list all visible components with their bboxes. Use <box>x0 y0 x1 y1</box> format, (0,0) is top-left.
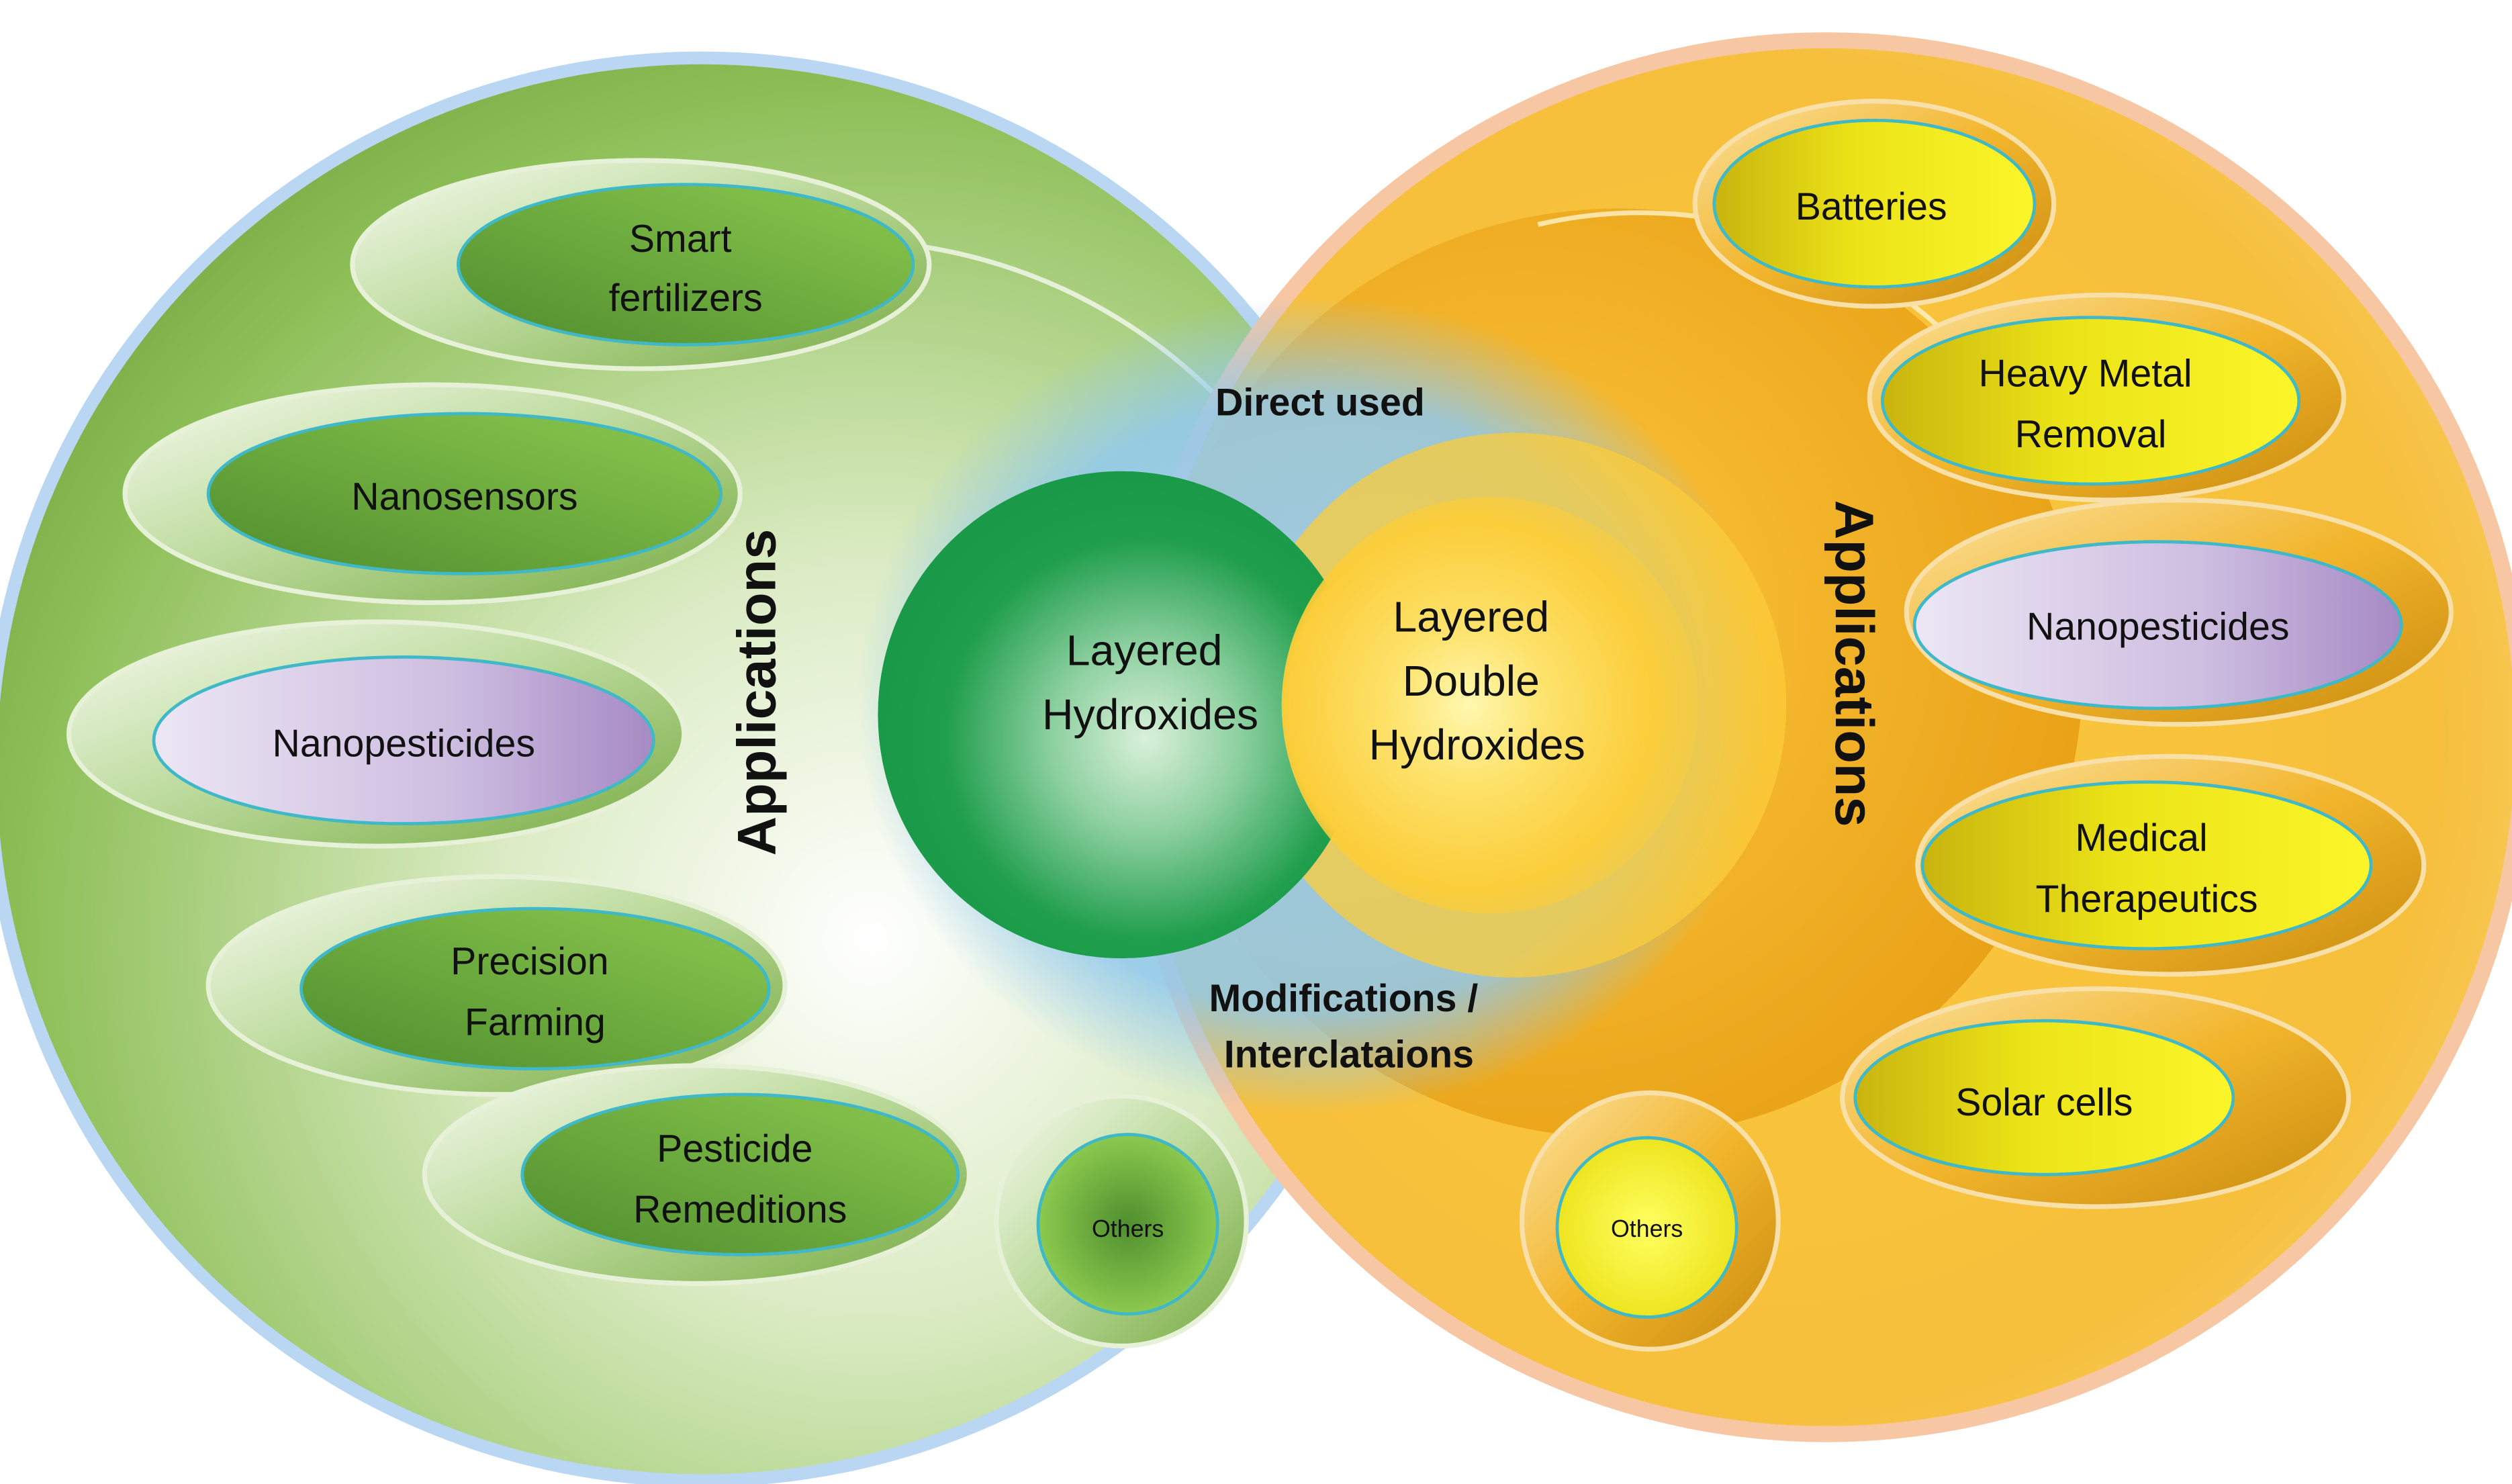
left-item-precision-farming <box>205 874 788 1097</box>
right-item-label-heavy-metal-removal: Heavy Metal Removal <box>1978 352 2202 456</box>
left-item-label-nanosensors: Nanosensors <box>351 475 577 518</box>
right-item-solar-cells <box>1840 986 2352 1209</box>
left-others-label: Others <box>1092 1215 1164 1242</box>
left-item-nanosensors <box>122 382 743 606</box>
right-item-heavy-metal-removal <box>1867 292 2347 503</box>
right-item-medical-therapeutics <box>1915 753 2427 977</box>
left-item-pesticide-remeditions <box>422 1063 972 1286</box>
left-applications-label: Applications <box>727 529 788 856</box>
left-item-nanopesticides <box>66 619 687 849</box>
right-item-batteries <box>1692 99 2057 309</box>
left-item-smart-fertilizers <box>350 158 932 371</box>
direct-used-label: Direct used <box>1215 381 1425 424</box>
right-item-label-batteries: Batteries <box>1796 185 1947 228</box>
ldh-core <box>1281 496 1698 914</box>
left-others-circle <box>994 1093 1249 1349</box>
right-applications-label: Applications <box>1824 500 1884 827</box>
modifications-label: Modifications / Interclataions <box>1209 977 1489 1076</box>
left-item-label-smart-fertilizers: Smart fertilizers <box>609 218 763 320</box>
right-item-nanopesticides <box>1904 498 2454 727</box>
ldh-core-label: Layered Double Hydroxides <box>1369 592 1585 769</box>
lh-core-label: Layered Hydroxides <box>1042 626 1258 738</box>
left-item-label-pesticide-remeditions: Pesticide Remeditions <box>633 1127 847 1232</box>
right-item-label-medical-therapeutics: Medical Therapeutics <box>2036 817 2258 921</box>
right-item-label-solar-cells: Solar cells <box>1955 1081 2133 1124</box>
right-item-label-nanopesticides: Nanopesticides <box>2027 605 2289 648</box>
right-others-circle <box>1519 1090 1781 1352</box>
left-item-label-nanopesticides: Nanopesticides <box>273 722 535 765</box>
left-item-label-precision-farming: Precision Farming <box>451 940 619 1044</box>
right-others-label: Others <box>1611 1215 1683 1242</box>
lh-core <box>878 471 1365 959</box>
